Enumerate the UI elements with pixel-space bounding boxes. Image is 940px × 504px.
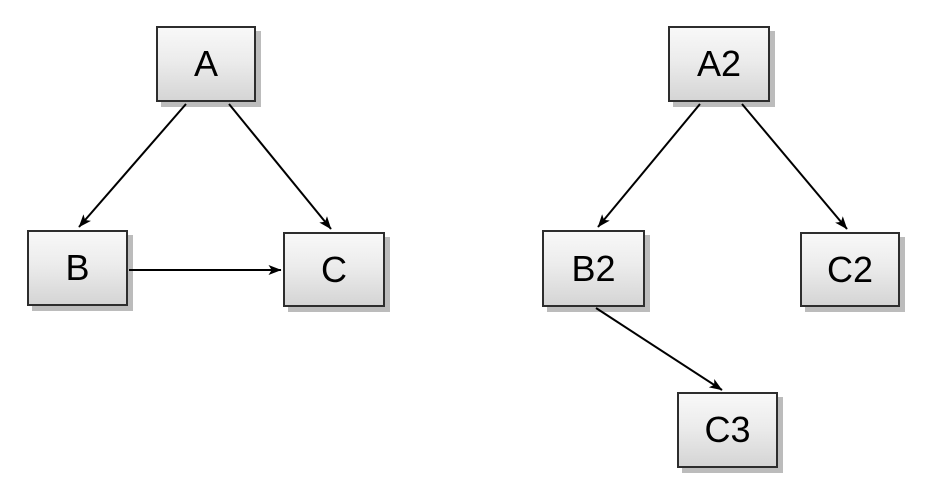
edge-a-to-b	[78, 103, 187, 228]
node-c-label: C	[321, 248, 347, 290]
node-b2: B2	[542, 230, 645, 307]
node-c2: C2	[800, 232, 900, 307]
node-a-label: A	[193, 43, 218, 84]
node-b: B	[27, 230, 128, 306]
edge-a-to-c	[228, 103, 332, 230]
node-c2-label: C2	[826, 248, 874, 290]
node-b2-label: B2	[571, 247, 616, 289]
node-a: A	[156, 26, 256, 102]
node-a2: A2	[668, 26, 770, 102]
node-b-label: B	[65, 247, 90, 288]
edge-a2-to-c2	[741, 103, 848, 230]
edge-a2-to-b2	[597, 103, 701, 228]
node-c3-label: C3	[704, 409, 751, 450]
edge-b2-to-c3	[595, 307, 723, 391]
node-c3: C3	[677, 392, 778, 468]
node-c: C	[283, 232, 385, 307]
node-a2-label: A2	[696, 43, 742, 84]
